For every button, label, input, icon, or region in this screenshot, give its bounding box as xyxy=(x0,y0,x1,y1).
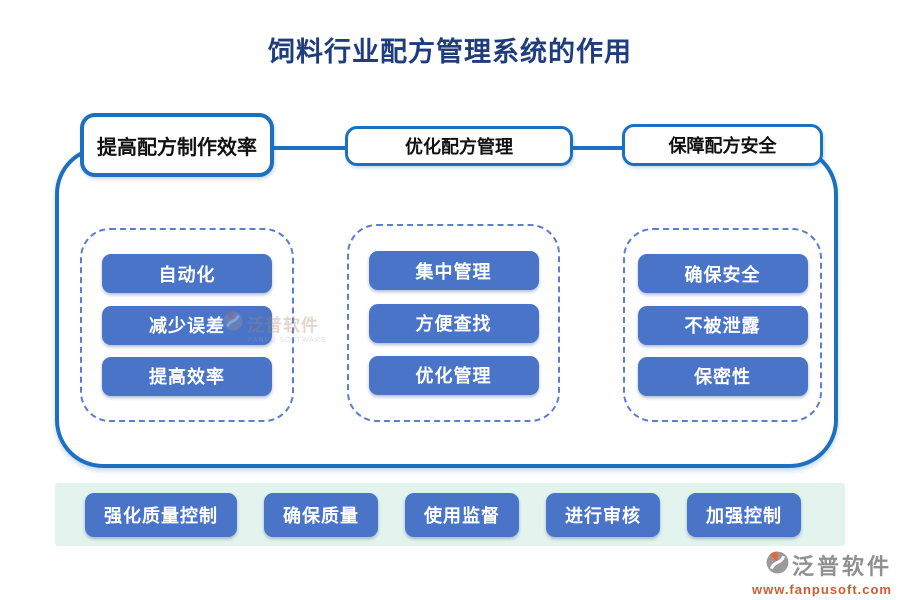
fanpu-logo-icon xyxy=(765,550,790,580)
branch-header-label: 优化配方管理 xyxy=(405,137,513,157)
fanpu-logo: 泛普软件 www.fanpusoft.com xyxy=(752,549,892,597)
feature-pill: 方便查找 xyxy=(368,303,539,343)
branch-group-efficiency: 自动化 减少误差 提高效率 xyxy=(80,228,294,422)
feature-pill: 提高效率 xyxy=(102,356,272,396)
logo-text: 泛普软件 xyxy=(791,554,892,579)
feature-pill: 保密性 xyxy=(637,356,808,396)
branch-group-management: 集中管理 方便查找 优化管理 xyxy=(347,224,560,422)
feature-pill: 不被泄露 xyxy=(637,305,808,345)
logo-url[interactable]: www.fanpusoft.com xyxy=(751,582,892,597)
bottom-pill: 确保质量 xyxy=(264,492,378,537)
feature-pill: 自动化 xyxy=(102,254,272,294)
branch-header-label: 保障配方安全 xyxy=(668,136,777,156)
branch-header-security: 保障配方安全 xyxy=(622,124,823,166)
feature-pill: 确保安全 xyxy=(637,254,808,294)
branch-header-efficiency: 提高配方制作效率 xyxy=(80,113,274,177)
branch-group-security: 确保安全 不被泄露 保密性 xyxy=(623,228,822,422)
branch-header-label: 提高配方制作效率 xyxy=(97,136,257,159)
feature-pill: 集中管理 xyxy=(368,251,539,291)
bottom-pill: 加强控制 xyxy=(687,492,801,537)
bottom-pill: 使用监督 xyxy=(405,492,519,537)
page-title: 饲料行业配方管理系统的作用 xyxy=(268,37,632,67)
bottom-pill: 强化质量控制 xyxy=(85,492,237,537)
feature-pill: 优化管理 xyxy=(368,355,539,395)
branch-header-management: 优化配方管理 xyxy=(345,126,573,166)
feature-pill: 减少误差 xyxy=(102,305,272,345)
bottom-bar: 强化质量控制 确保质量 使用监督 进行审核 加强控制 xyxy=(55,483,845,546)
bottom-pill: 进行审核 xyxy=(546,492,660,537)
